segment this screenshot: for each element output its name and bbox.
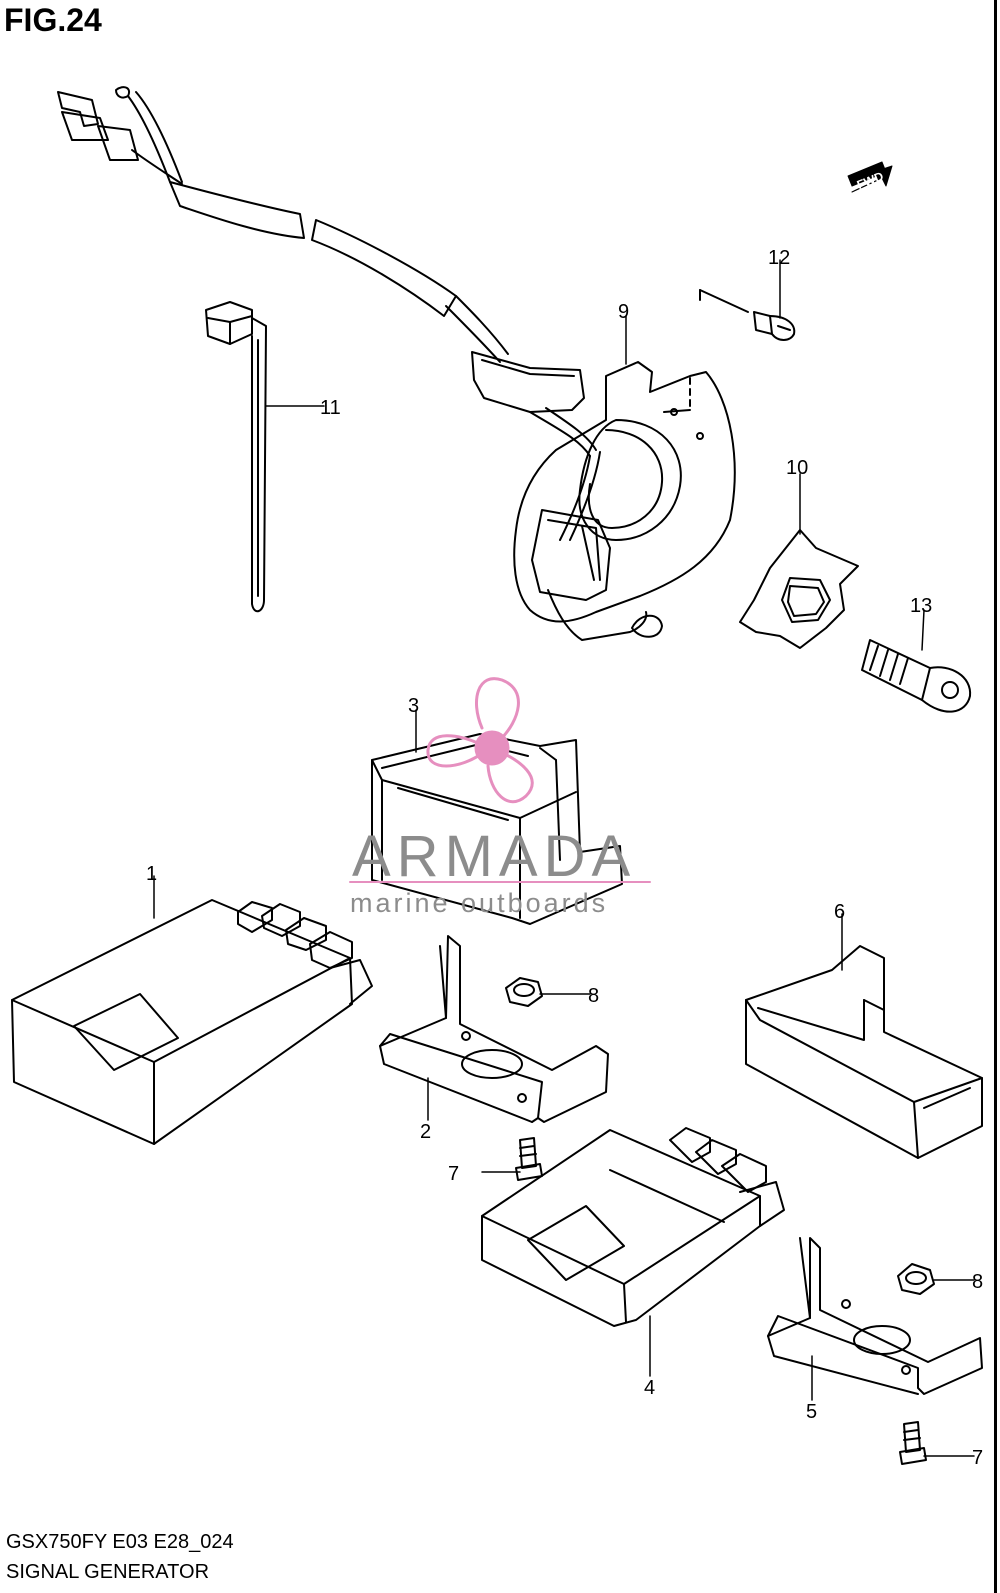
bolt-7a <box>515 1137 543 1181</box>
ignitor-unit-1 <box>11 899 373 1145</box>
screw-12 <box>699 289 796 341</box>
bracket-5 <box>767 1237 983 1395</box>
callout-4: 4 <box>644 1377 655 1399</box>
callout-7a: 7 <box>448 1163 459 1185</box>
callout-8a: 8 <box>588 985 599 1007</box>
page-border <box>994 0 997 1593</box>
cable-tie-11 <box>205 301 267 613</box>
watermark-brand: ARMADA <box>352 824 636 889</box>
harness-connector <box>57 86 601 541</box>
nut-8b <box>897 1263 935 1295</box>
callout-5: 5 <box>806 1401 817 1423</box>
callout-12: 12 <box>768 247 790 269</box>
ignitor-unit-4 <box>481 1127 785 1327</box>
bracket-2 <box>379 935 609 1123</box>
callout-1: 1 <box>146 863 157 885</box>
callout-7b: 7 <box>972 1447 983 1469</box>
igniter-cover-6 <box>745 945 983 1159</box>
callout-8b: 8 <box>972 1271 983 1293</box>
callout-6: 6 <box>834 901 845 923</box>
callout-10: 10 <box>786 457 808 479</box>
callout-11: 11 <box>320 397 341 419</box>
bolt-7b <box>899 1421 927 1465</box>
signal-rotor-10 <box>739 529 859 649</box>
figure-code: GSX750FY E03 E28_024 <box>6 1531 234 1553</box>
armada-propeller-logo <box>426 677 534 804</box>
callout-2: 2 <box>420 1121 431 1143</box>
leader-lines <box>153 259 975 1457</box>
callout-3: 3 <box>408 695 419 717</box>
callouts: 12 9 11 10 13 3 1 6 8 2 7 8 4 5 7 <box>146 247 983 1469</box>
armada-watermark: ARMADA marine outboards <box>349 824 651 918</box>
watermark-tagline: marine outboards <box>350 888 608 918</box>
nut-8a <box>505 977 543 1007</box>
callout-9: 9 <box>618 301 629 323</box>
callout-13: 13 <box>910 595 932 617</box>
bolt-13 <box>861 639 972 713</box>
fwd-arrow-badge: FWD <box>847 161 893 193</box>
figure-caption: SIGNAL GENERATOR <box>6 1561 210 1583</box>
signal-generator-plate <box>513 361 736 641</box>
figure-title: FIG.24 <box>4 2 102 38</box>
